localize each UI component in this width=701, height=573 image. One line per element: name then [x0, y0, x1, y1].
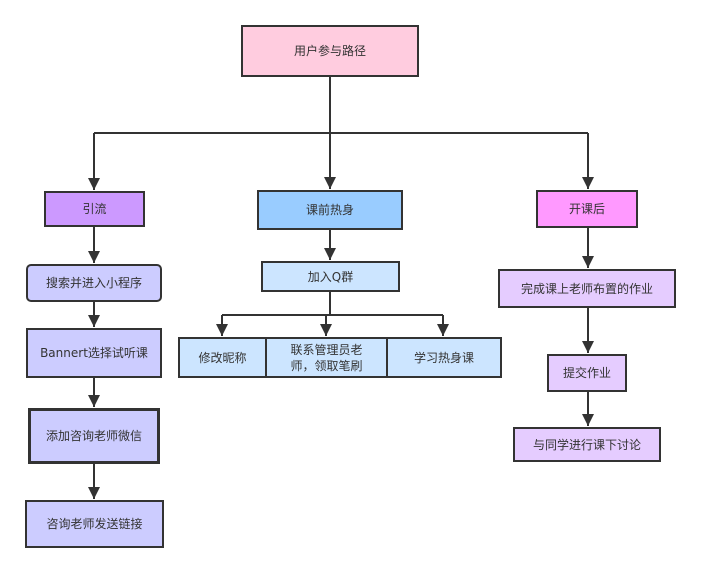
after-step: 完成课上老师布置的作业: [498, 269, 676, 308]
after-step: 与同学进行课下讨论: [513, 427, 661, 462]
warmup-node: 课前热身: [257, 190, 403, 230]
join-group-node: 加入Q群: [261, 261, 400, 292]
traffic-step: 咨询老师发送链接: [25, 500, 164, 548]
warmup-child: 修改昵称: [178, 337, 267, 378]
traffic-node: 引流: [44, 191, 145, 227]
root-node: 用户参与路径: [241, 25, 419, 77]
traffic-step: 搜索并进入小程序: [26, 264, 162, 302]
warmup-child: 学习热身课: [386, 337, 502, 378]
after-step: 提交作业: [547, 354, 627, 392]
traffic-step: 添加咨询老师微信: [28, 408, 160, 464]
warmup-child: 联系管理员老师，领取笔刷: [265, 337, 388, 378]
after-class-node: 开课后: [536, 190, 638, 228]
traffic-step: Bannert选择试听课: [26, 328, 162, 378]
